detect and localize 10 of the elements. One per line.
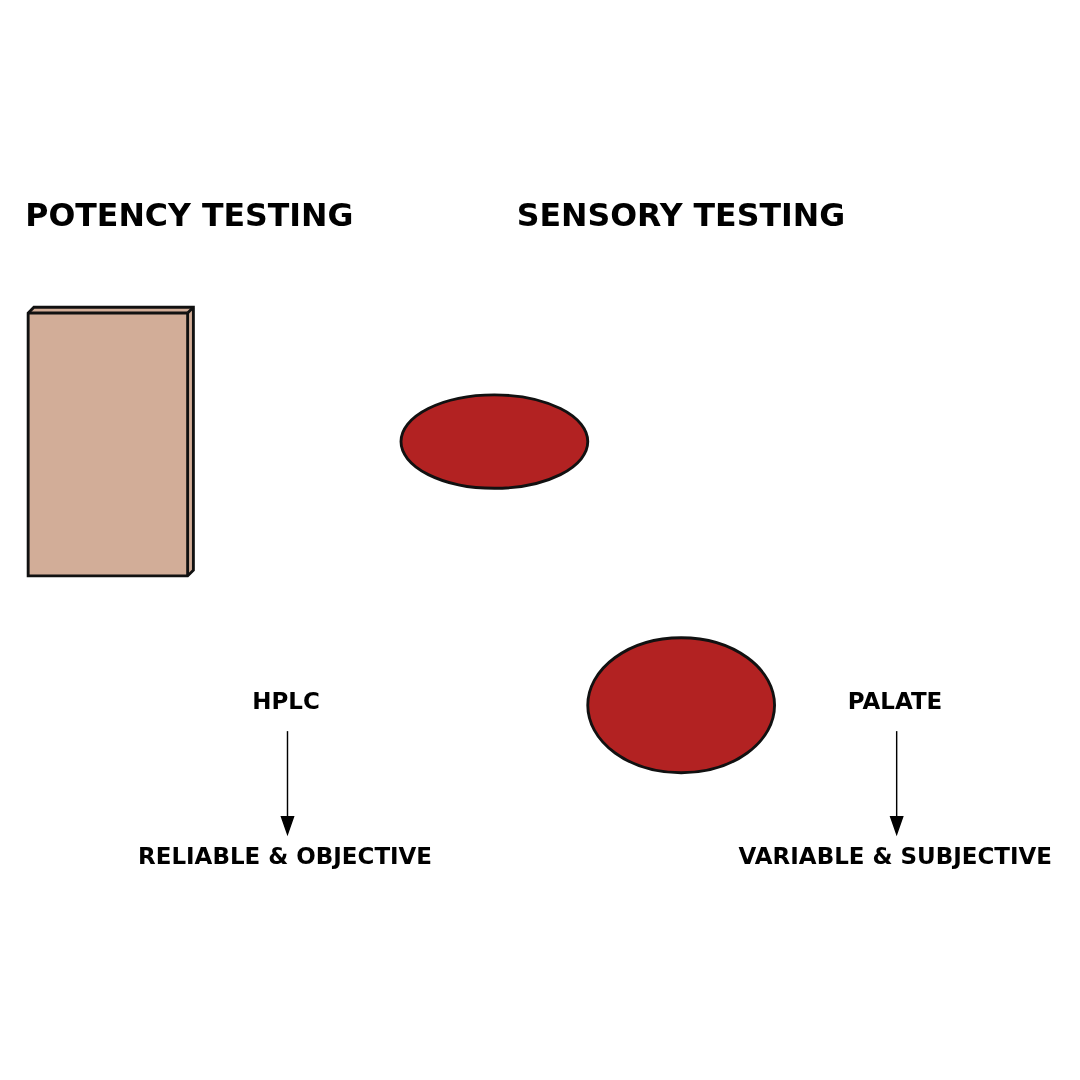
node-text: RELIABLE & OBJECTIVE: [138, 843, 433, 870]
arrow: [889, 730, 904, 837]
label: POTENCY TESTING: [25, 197, 354, 234]
node-text: PALATE: [847, 688, 943, 715]
node-text: HPLC: [252, 688, 320, 715]
label: SENSORY TESTING: [516, 197, 846, 234]
node-ellipse: [399, 393, 590, 490]
arrow: [280, 730, 295, 837]
node-text: VARIABLE & SUBJECTIVE: [738, 843, 1052, 870]
node-ellipse: [586, 636, 776, 775]
